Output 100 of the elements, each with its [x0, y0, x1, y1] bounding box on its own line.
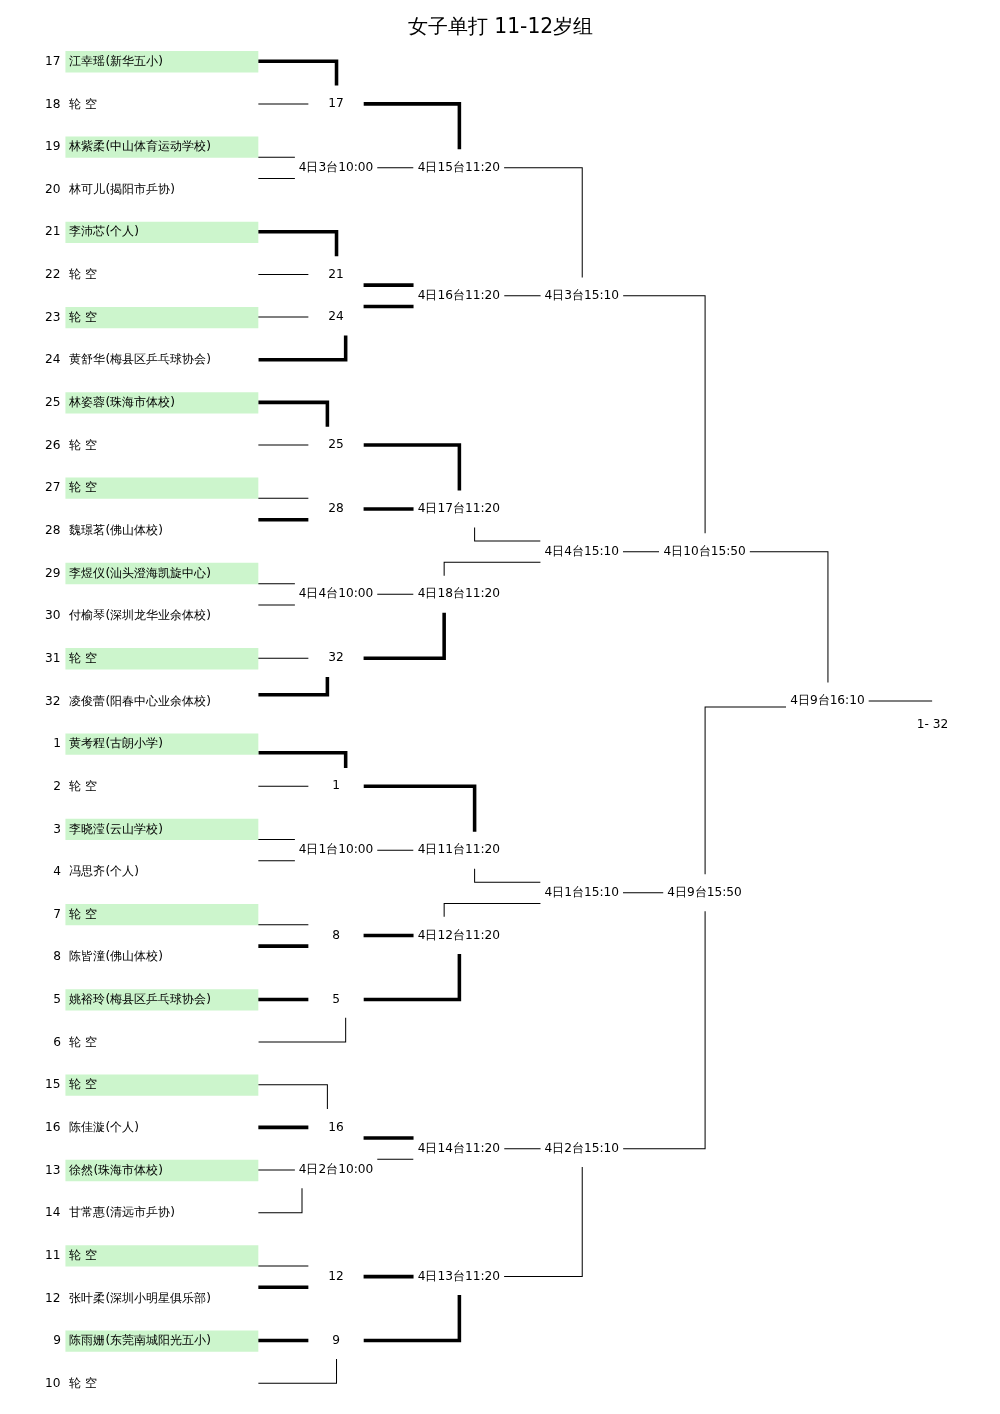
connector	[363, 933, 414, 938]
node-label: 28	[44, 522, 61, 537]
node-label: 6	[52, 1034, 61, 1049]
connector	[363, 283, 414, 287]
node-label: 26	[44, 437, 61, 452]
node-text: 16	[327, 1119, 344, 1134]
node-text: 5	[331, 991, 340, 1006]
node-text: 4日14台11:20	[417, 1140, 500, 1155]
connector	[376, 1158, 414, 1160]
node-text: 黄舒华(梅县区乒乓球协会)	[68, 352, 211, 367]
connector	[257, 1125, 308, 1130]
node-text: 4日4台15:10	[543, 543, 619, 558]
node-label: 20	[44, 181, 61, 196]
node-text: 凌俊蕾(阳春中心业余体校)	[68, 693, 211, 708]
node-label: 22	[44, 267, 61, 282]
node-text: 4日2台15:10	[543, 1140, 619, 1155]
connector	[363, 1274, 414, 1279]
connector	[363, 612, 446, 661]
node-text: 24	[327, 309, 344, 324]
connector	[257, 657, 309, 659]
connector	[257, 839, 295, 840]
connector	[376, 593, 414, 595]
connector	[257, 944, 308, 948]
node-text: 4日4台10:00	[298, 586, 373, 601]
connector	[257, 1187, 302, 1214]
node-label: 3	[52, 821, 61, 836]
connector	[503, 295, 541, 297]
node-label: 16	[44, 1120, 61, 1134]
connector	[363, 784, 476, 832]
node-text: 4日10台15:50	[662, 543, 746, 558]
connector	[257, 1358, 337, 1384]
node-text: 4日18台11:20	[417, 586, 500, 601]
connector	[363, 102, 461, 150]
node-text: 1	[331, 778, 340, 793]
connector	[621, 892, 664, 894]
node-label: 32	[44, 693, 61, 708]
node-text: 付榆琴(深圳龙华业余体校)	[68, 608, 211, 623]
connector	[257, 400, 329, 427]
connector	[257, 676, 329, 697]
node-label: 18	[44, 96, 61, 111]
node-box: 江幸瑶(新华五小)	[64, 51, 258, 73]
node-box: 林紫柔(中山体育运动学校)	[64, 136, 258, 158]
node-text: 25	[327, 437, 344, 452]
node-label: 10	[44, 1375, 61, 1390]
node-text: 8	[331, 927, 340, 942]
connector	[621, 551, 659, 553]
connector	[258, 750, 347, 768]
node-label: 4	[52, 864, 61, 879]
node-box: 轮 空	[64, 1074, 258, 1096]
node-text: 4日9台16:10	[789, 693, 865, 708]
node-text: 4日13台11:20	[417, 1268, 500, 1283]
node-box: 李晓滢(云山学校)	[64, 818, 258, 840]
node-text: 4日11台11:20	[417, 842, 500, 857]
node-text: 魏璟茗(佛山体校)	[68, 522, 163, 537]
connector	[503, 167, 583, 278]
node-box: 轮 空	[64, 477, 258, 499]
connector	[257, 178, 295, 180]
node-text: 甘常惠(清远市乒协)	[68, 1205, 175, 1220]
node-text: 4日3台15:10	[543, 287, 619, 302]
node-box: 黄考程(古朗小学)	[64, 733, 258, 755]
node-text: 冯思齐(个人)	[68, 864, 139, 879]
node-text: 4日1台10:00	[298, 842, 373, 857]
connector	[363, 953, 461, 1002]
connector	[257, 156, 295, 158]
node-text: 4日9台15:50	[666, 884, 742, 899]
connector	[257, 517, 308, 522]
node-label: 9	[52, 1333, 61, 1348]
node-box: 姚裕玲(梅县区乒乓球协会)	[64, 989, 258, 1011]
node-text: 12	[327, 1268, 344, 1283]
connector	[622, 910, 706, 1150]
diagram-title: 女子单打 11-12岁组	[407, 13, 593, 38]
node-text: 4日2台10:00	[298, 1162, 373, 1177]
node-box: 轮 空	[64, 903, 258, 926]
connector	[748, 551, 828, 684]
label: 1- 32	[916, 717, 948, 732]
node-box: 李煜仪(汕头澄海凯旋中心)	[64, 562, 258, 585]
node-label: 11	[44, 1247, 61, 1262]
connector	[363, 1136, 414, 1140]
node-text: 17	[327, 96, 344, 111]
node-text: 轮 空	[68, 1034, 97, 1049]
node-label: 27	[44, 480, 61, 495]
connector	[257, 1017, 346, 1043]
node-box: 轮 空	[64, 1245, 258, 1267]
node-box: 陈雨姗(东莞南城阳光五小)	[64, 1330, 258, 1352]
node-label: 25	[44, 395, 61, 410]
node-label: 1	[52, 736, 61, 751]
node-label: 15	[44, 1077, 61, 1092]
connector	[363, 304, 414, 309]
connector	[622, 295, 706, 534]
node-text: 轮 空	[68, 267, 97, 282]
node-label: 12	[44, 1290, 61, 1305]
node-box: 林姿蓉(珠海市体校)	[64, 392, 258, 414]
node-label: 24	[44, 352, 61, 367]
node-label: 23	[44, 309, 61, 324]
node-label: 2	[52, 778, 61, 793]
node-box: 轮 空	[64, 306, 258, 329]
connector	[257, 924, 309, 926]
node-label: 19	[44, 139, 61, 154]
connector	[257, 273, 309, 275]
node-text: 轮 空	[68, 1375, 97, 1390]
